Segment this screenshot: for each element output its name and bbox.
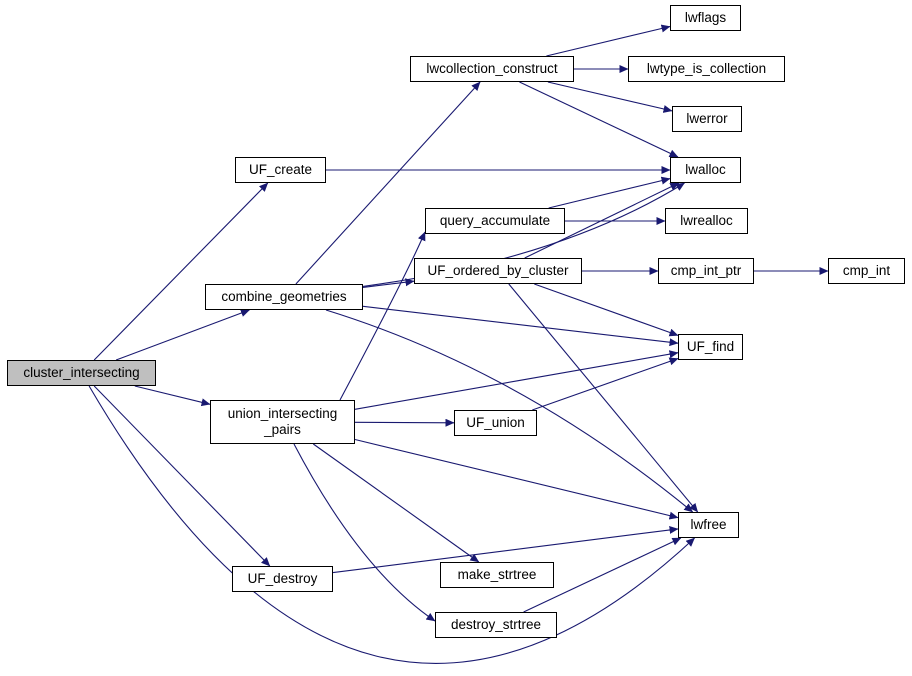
edge-UF_ordered_by_cluster-lwalloc xyxy=(524,182,680,259)
node-lwerror[interactable]: lwerror xyxy=(672,106,742,132)
node-UF_destroy[interactable]: UF_destroy xyxy=(232,566,333,592)
node-lwfree[interactable]: lwfree xyxy=(678,512,739,538)
node-combine_geometries[interactable]: combine_geometries xyxy=(205,284,363,310)
node-UF_ordered_by_cluster[interactable]: UF_ordered_by_cluster xyxy=(414,258,582,284)
edge-lwcollection_construct-lwerror xyxy=(547,81,673,113)
node-destroy_strtree[interactable]: destroy_strtree xyxy=(435,612,557,638)
node-cmp_int[interactable]: cmp_int xyxy=(828,258,905,284)
edge-union_intersecting_pairs-UF_find xyxy=(354,350,679,410)
edge-cluster_intersecting-lwfree xyxy=(88,385,695,664)
node-lwtype_is_collection[interactable]: lwtype_is_collection xyxy=(628,56,785,82)
node-lwalloc[interactable]: lwalloc xyxy=(670,157,741,183)
node-query_accumulate[interactable]: query_accumulate xyxy=(425,208,565,234)
edge-cluster_intersecting-combine_geometries xyxy=(115,309,250,361)
edge-cluster_intersecting-union_intersecting_pairs xyxy=(134,385,211,407)
edge-lwcollection_construct-lwalloc xyxy=(519,81,679,158)
edge-union_intersecting_pairs-lwfree xyxy=(354,438,679,520)
edge-union_intersecting_pairs-make_strtree xyxy=(312,443,480,563)
edge-combine_geometries-UF_ordered_by_cluster xyxy=(362,278,415,288)
edge-combine_geometries-UF_find xyxy=(362,305,679,347)
node-make_strtree[interactable]: make_strtree xyxy=(440,562,554,588)
edge-lwcollection_construct-lwflags xyxy=(546,24,671,57)
edge-UF_ordered_by_cluster-UF_find xyxy=(534,283,679,337)
edge-query_accumulate-lwalloc xyxy=(548,176,671,209)
node-UF_union[interactable]: UF_union xyxy=(454,410,537,436)
edge-UF_union-UF_find xyxy=(532,357,679,411)
edge-union_intersecting_pairs-destroy_strtree xyxy=(293,443,436,622)
node-union_intersecting_pairs[interactable]: union_intersecting _pairs xyxy=(210,400,355,444)
edge-union_intersecting_pairs-UF_union xyxy=(354,418,455,427)
node-cmp_int_ptr[interactable]: cmp_int_ptr xyxy=(658,258,754,284)
node-cluster_intersecting: cluster_intersecting xyxy=(7,360,156,386)
node-lwcollection_construct[interactable]: lwcollection_construct xyxy=(410,56,574,82)
node-UF_create[interactable]: UF_create xyxy=(235,157,326,183)
edge-cluster_intersecting-UF_create xyxy=(93,182,269,361)
edge-combine_geometries-lwcollection_construct xyxy=(295,81,481,285)
node-lwrealloc[interactable]: lwrealloc xyxy=(665,208,748,234)
node-lwflags[interactable]: lwflags xyxy=(670,5,741,31)
edge-union_intersecting_pairs-query_accumulate xyxy=(339,231,426,401)
node-UF_find[interactable]: UF_find xyxy=(678,334,743,360)
edge-UF_ordered_by_cluster-lwfree xyxy=(508,283,699,513)
edge-destroy_strtree-lwfree xyxy=(523,537,682,613)
edge-UF_destroy-lwfree xyxy=(332,525,679,574)
edge-cluster_intersecting-UF_destroy xyxy=(93,385,271,567)
